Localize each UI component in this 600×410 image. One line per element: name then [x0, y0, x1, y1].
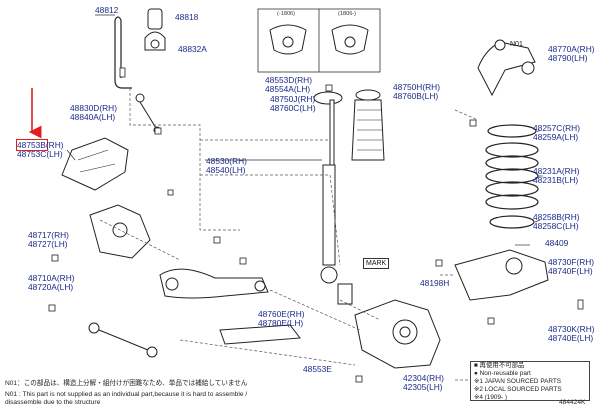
suspension-support-icon [61, 137, 129, 191]
part-48760B[interactable]: 48760B(LH) [393, 91, 439, 101]
part-48258C[interactable]: 48258C(LH) [533, 221, 579, 231]
legend-line-2: ● Non-reusable part [474, 370, 531, 378]
part-48812[interactable]: 48812 [95, 5, 119, 15]
part-48840A[interactable]: 48840A(LH) [70, 112, 116, 122]
part-48730K[interactable]: 48730K(RH) [548, 324, 595, 334]
part-48554A[interactable]: 48554A(LH) [265, 84, 311, 94]
part-48760E[interactable]: 48760E(RH) [258, 309, 305, 319]
part-48540[interactable]: 48540(LH) [206, 165, 246, 175]
part-48259A[interactable]: 48259A(LH) [533, 132, 579, 142]
part-48727[interactable]: 48727(LH) [28, 239, 68, 249]
part-48753B[interactable]: 48753B(RH) [17, 140, 64, 150]
part-48553D[interactable]: 48553D(RH) [265, 75, 313, 85]
bushing-bracket-icon [144, 8, 166, 51]
part-48740E[interactable]: 48740E(LH) [548, 333, 594, 343]
legend-mark-2: ● [474, 370, 478, 377]
solid-leader-lines [66, 14, 543, 246]
part-48720A[interactable]: 48720A(LH) [28, 282, 74, 292]
upper-arm-icon [477, 39, 536, 97]
legend-mark-1: ■ [474, 362, 478, 369]
leader-lines [99, 88, 520, 381]
note-english-2: disassemble due to the structure [5, 399, 101, 406]
part-48730F[interactable]: 48730F(RH) [548, 257, 595, 267]
coil-spring-icon [485, 124, 539, 229]
shock-absorber-icon [313, 89, 385, 305]
part-48717[interactable]: 48717(RH) [28, 230, 69, 240]
legend-box [470, 361, 590, 401]
bolt-icons [48, 67, 584, 383]
legend-text-2: Non-reusable part [479, 370, 531, 377]
legend-text-1: 再使用不可部品 [479, 362, 525, 369]
rear-lower-arm-icon [454, 249, 549, 301]
stabilizer-link-icon [135, 93, 161, 134]
figure-id: 484424K [559, 399, 586, 406]
n01-label: N01 [510, 41, 523, 48]
part-48780E[interactable]: 48780E(LH) [258, 318, 304, 328]
part-48530[interactable]: 48530(RH) [206, 156, 247, 166]
part-48770A[interactable]: 48770A(RH) [548, 44, 595, 54]
note-japanese: N01：この部品は、構造上分解・組付けが困難なため、単品では補給していません [5, 380, 248, 387]
legend-line-4: ※2 LOCAL SOURCED PARTS [474, 386, 562, 393]
part-48750J[interactable]: 48750J(RH) [270, 94, 316, 104]
part-48750H[interactable]: 48750H(RH) [393, 82, 441, 92]
part-48740F[interactable]: 48740F(LH) [548, 266, 593, 276]
part-48231B[interactable]: 48231B(LH) [533, 175, 579, 185]
part-48818[interactable]: 48818 [175, 12, 199, 22]
mark-label: MARK [363, 258, 390, 269]
lateral-link-icon [88, 322, 158, 358]
part-48753C[interactable]: 48753C(LH) [17, 149, 63, 159]
highlight-box [16, 139, 48, 151]
variant-inset-box [257, 8, 381, 73]
carrier-knuckle-icon [354, 299, 441, 369]
control-link-icon [219, 324, 301, 345]
part-48409[interactable]: 48409 [545, 238, 569, 248]
part-48832A[interactable]: 48832A [178, 44, 207, 54]
part-48553E[interactable]: 48553E [303, 364, 332, 374]
bracket-icon [89, 204, 151, 259]
variant-a-label: (-1806) [277, 11, 296, 17]
part-48198H[interactable]: 48198H [420, 278, 450, 288]
legend-line-1: ■ 再使用不可部品 [474, 362, 524, 370]
part-42305[interactable]: 42305(LH) [403, 382, 443, 392]
part-48257C[interactable]: 48257C(RH) [533, 123, 581, 133]
variant-b-label: (1806-) [338, 11, 357, 17]
part-48710A[interactable]: 48710A(RH) [28, 273, 75, 283]
legend-line-5: ※4 (1909- ) [474, 394, 508, 401]
part-42304[interactable]: 42304(RH) [403, 373, 444, 383]
part-48830D[interactable]: 48830D(RH) [70, 103, 118, 113]
part-48760C[interactable]: 48760C(LH) [270, 103, 316, 113]
part-48258B[interactable]: 48258B(RH) [533, 212, 580, 222]
part-48231A[interactable]: 48231A(RH) [533, 166, 580, 176]
legend-line-3: ※1 JAPAN SOURCED PARTS [474, 378, 562, 385]
note-english-1: N01 : This part is not supplied as an in… [5, 391, 248, 398]
lower-arm-icon [159, 268, 269, 299]
part-48790[interactable]: 48790(LH) [548, 53, 588, 63]
